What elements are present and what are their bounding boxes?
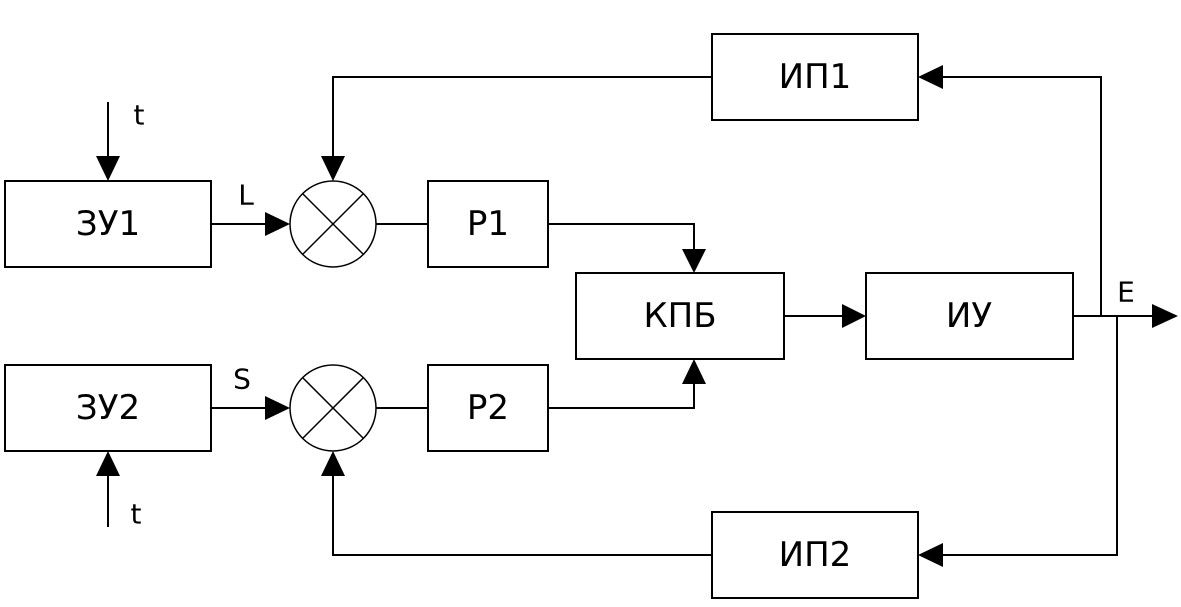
block-iu: ИУ (865, 272, 1074, 360)
arrow-t-to-zu1 (96, 102, 120, 181)
summing-junction-top (289, 180, 377, 268)
block-zu1: ЗУ1 (4, 180, 212, 268)
signal-label-s: S (233, 363, 251, 396)
arrow-t-to-zu2 (96, 451, 120, 527)
signal-label-t-bottom: t (131, 498, 142, 531)
arrow-feedback-to-ip2 (918, 316, 1118, 567)
arrow-zu1-to-sum-top (211, 212, 290, 236)
block-kpb-label: КПБ (643, 296, 716, 336)
arrow-kpb-to-iu (784, 304, 866, 328)
block-r2: Р2 (427, 364, 549, 452)
arrow-feedback-to-ip1 (918, 65, 1102, 316)
block-iu-label: ИУ (946, 296, 992, 336)
block-ip2: ИП2 (711, 511, 919, 599)
block-ip1: ИП1 (711, 33, 919, 121)
signal-label-l: L (238, 179, 254, 212)
block-r1-label: Р1 (467, 204, 509, 244)
block-zu2: ЗУ2 (4, 364, 212, 452)
block-zu1-label: ЗУ1 (76, 204, 140, 244)
signal-label-t-top: t (134, 99, 145, 132)
signal-label-e: E (1117, 276, 1135, 309)
arrow-zu2-to-sum-bottom (211, 396, 290, 420)
block-r1: Р1 (427, 180, 549, 268)
arrow-output-e (1073, 304, 1178, 328)
block-r2-label: Р2 (467, 388, 509, 428)
block-zu2-label: ЗУ2 (76, 388, 140, 428)
block-ip1-label: ИП1 (779, 57, 852, 97)
block-ip2-label: ИП2 (779, 535, 852, 575)
arrow-r1-to-kpb (548, 223, 706, 273)
summing-junction-bottom (289, 364, 377, 452)
block-kpb: КПБ (575, 272, 785, 360)
arrow-ip2-to-sum-bottom (321, 451, 712, 556)
arrow-r2-to-kpb (548, 359, 706, 409)
arrow-ip1-to-sum-top (321, 76, 712, 181)
